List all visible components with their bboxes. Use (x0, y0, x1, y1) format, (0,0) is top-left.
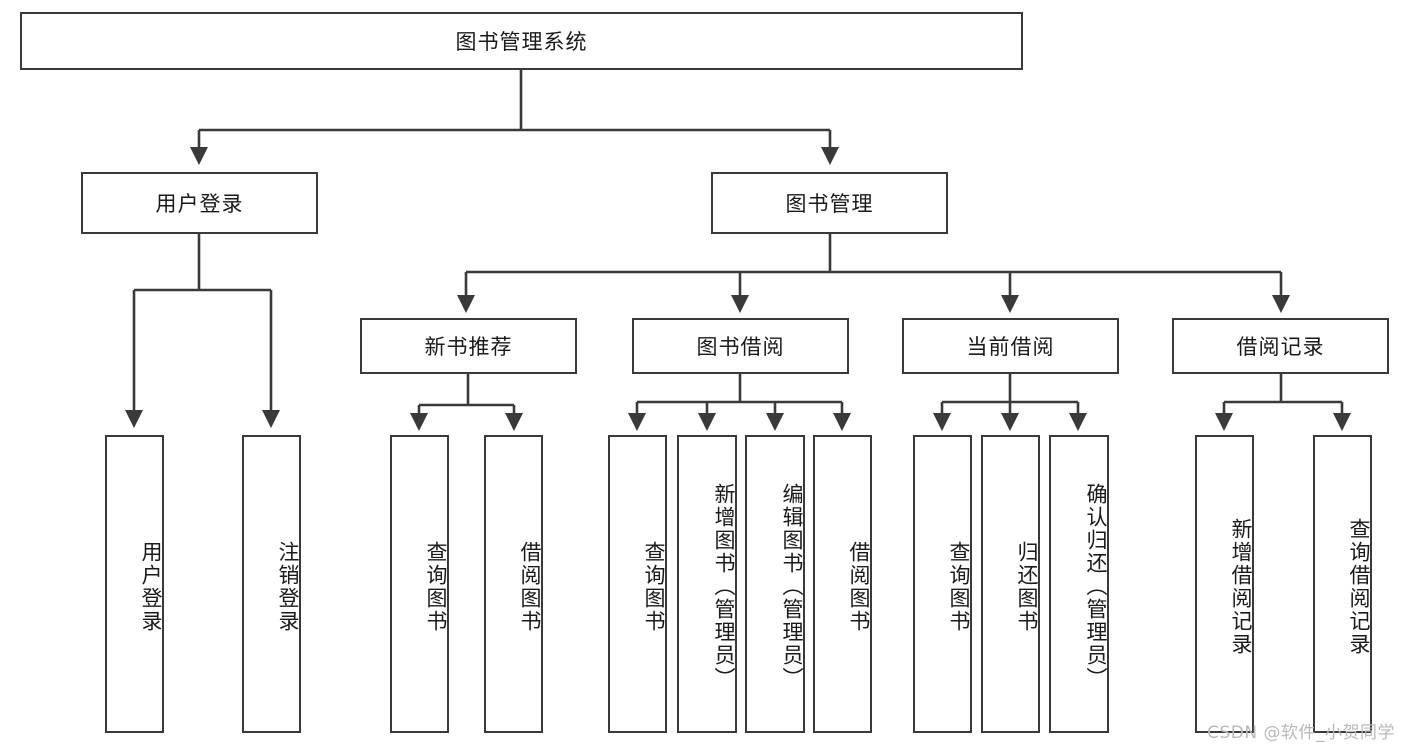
node-leaf-logout-login[interactable]: 注销登录 (242, 435, 301, 733)
node-leaf-query-record[interactable]: 查询借阅记录 (1313, 435, 1372, 733)
node-leaf-user-login[interactable]: 用户登录 (105, 435, 164, 733)
node-current-borrow[interactable]: 当前借阅 (902, 318, 1119, 374)
node-book-manage[interactable]: 图书管理 (711, 172, 948, 234)
node-book-borrow[interactable]: 图书借阅 (632, 318, 849, 374)
node-user-login[interactable]: 用户登录 (81, 172, 318, 234)
node-leaf-query-book-2[interactable]: 查询图书 (608, 435, 667, 733)
watermark-text: CSDN @软件_小贺同学 (1207, 723, 1395, 743)
node-leaf-add-book[interactable]: 新增图书（管理员） (677, 435, 737, 733)
node-new-book-rec[interactable]: 新书推荐 (360, 318, 577, 374)
node-leaf-borrow-book-1[interactable]: 借阅图书 (484, 435, 543, 733)
node-leaf-edit-book[interactable]: 编辑图书（管理员） (745, 435, 805, 733)
node-root-system[interactable]: 图书管理系统 (20, 12, 1023, 70)
node-leaf-borrow-book-2[interactable]: 借阅图书 (813, 435, 872, 733)
node-leaf-query-book-1[interactable]: 查询图书 (390, 435, 449, 733)
node-leaf-confirm-return[interactable]: 确认归还（管理员） (1049, 435, 1109, 733)
node-borrow-record[interactable]: 借阅记录 (1172, 318, 1389, 374)
node-leaf-add-record[interactable]: 新增借阅记录 (1195, 435, 1254, 733)
node-leaf-return-book[interactable]: 归还图书 (981, 435, 1040, 733)
node-leaf-query-book-3[interactable]: 查询图书 (913, 435, 972, 733)
